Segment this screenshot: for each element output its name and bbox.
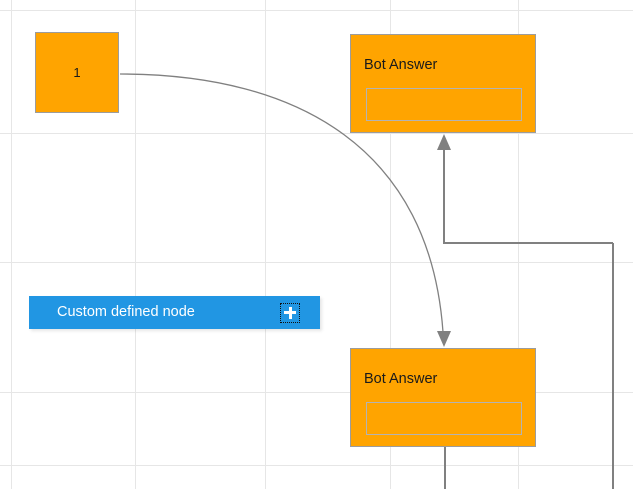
node-bot-answer-top-title: Bot Answer [364,57,438,73]
plus-icon[interactable] [280,302,300,323]
grid-line-horizontal [0,465,633,466]
arrowhead-up-bot-answer-top [437,134,451,150]
grid-line-horizontal [0,10,633,11]
node-1-label: 1 [73,65,81,80]
grid-line-vertical [135,0,136,489]
plus-icon-vertical-bar [288,306,292,319]
grid-line-horizontal [0,262,633,263]
node-bot-answer-top-slot[interactable] [366,88,522,121]
connector-elbow-to-bot-answer-top[interactable] [443,150,613,244]
node-bot-answer-bottom[interactable]: Bot Answer [350,348,536,447]
grid-line-vertical [265,0,266,489]
arrowhead-down-bot-answer-bottom [437,331,451,347]
grid-line-horizontal [0,392,633,393]
grid-line-vertical [11,0,12,489]
node-bot-answer-bottom-slot[interactable] [366,402,522,435]
custom-defined-node-bar[interactable]: Custom defined node [29,296,320,329]
node-bot-answer-top[interactable]: Bot Answer [350,34,536,133]
grid-line-horizontal [0,133,633,134]
node-bot-answer-bottom-title: Bot Answer [364,371,438,387]
custom-defined-node-label: Custom defined node [57,304,195,321]
node-1[interactable]: 1 [35,32,119,113]
